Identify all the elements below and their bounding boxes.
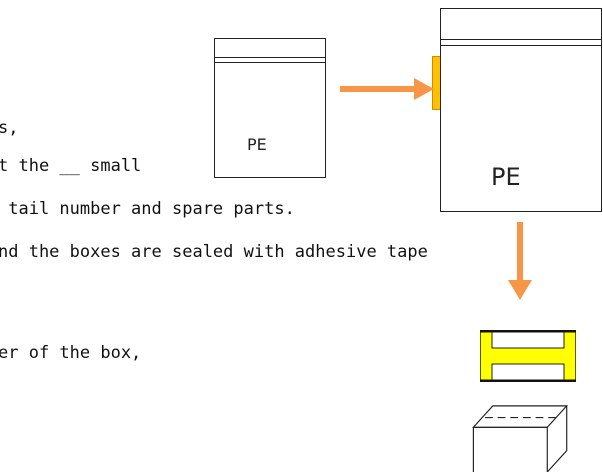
text-line-3: tail number and spare parts. [0, 199, 295, 219]
small-pe-bag: PE [214, 38, 326, 178]
carton-box-icon [472, 405, 569, 472]
box-panel-bottom [491, 363, 565, 382]
zip-line [441, 45, 601, 46]
carton-top [472, 405, 569, 428]
zip-line [215, 57, 325, 58]
box-panel-top [491, 330, 565, 349]
small-bag-label: PE [247, 135, 267, 154]
arrow-down-icon [508, 222, 532, 300]
text-line-1: s, [0, 118, 19, 138]
text-line-2: t the __ small [0, 156, 142, 176]
text-line-5: er of the box, [0, 343, 142, 363]
text-line-4: nd the boxes are sealed with adhesive ta… [0, 242, 428, 262]
arrow-down-shaft [517, 222, 523, 282]
carton-side [546, 405, 568, 472]
taped-box-icon [480, 330, 576, 382]
arrow-right-shaft [340, 86, 416, 92]
zip-line [215, 62, 325, 63]
large-pe-bag: PE [440, 8, 602, 212]
arrow-right-icon [340, 78, 434, 100]
zip-line [441, 39, 601, 40]
large-bag-label: PE [491, 163, 521, 191]
arrow-right-head [414, 78, 434, 100]
arrow-down-head [508, 280, 532, 300]
